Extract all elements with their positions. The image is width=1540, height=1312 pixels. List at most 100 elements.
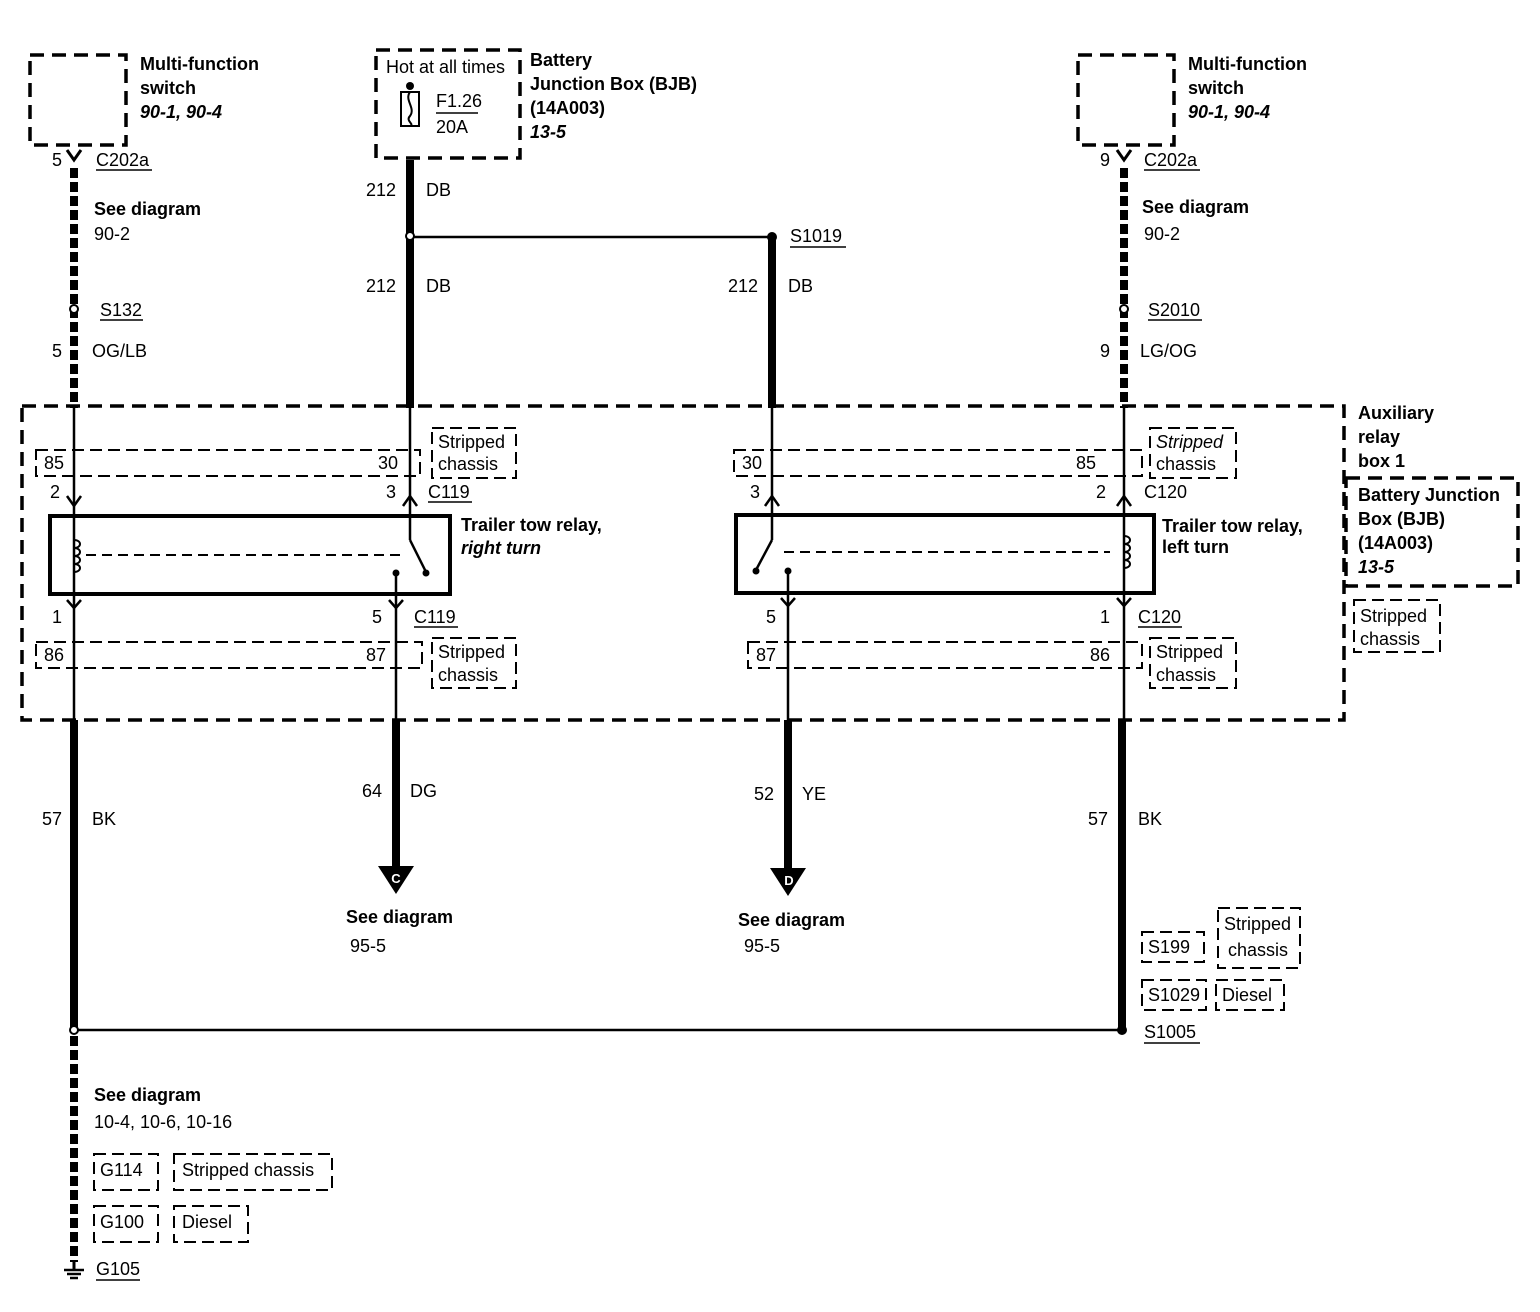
splice-s2010: S2010 xyxy=(1148,300,1200,320)
rr-strip-bot-box xyxy=(431,637,517,689)
bjb-box xyxy=(374,48,522,160)
relay-right-body xyxy=(48,514,452,596)
wire-212c-color: DB xyxy=(788,276,813,296)
s1029-note: Diesel xyxy=(1222,985,1272,1005)
wire-64-num: 64 xyxy=(362,781,382,801)
wire-212a-num: 212 xyxy=(366,180,396,200)
rl-title-2: left turn xyxy=(1162,537,1229,557)
rr-p1: 1 xyxy=(52,607,62,627)
bjb-header: Hot at all times xyxy=(386,57,505,77)
rl-conn-top: C120 xyxy=(1144,482,1187,502)
aux-bjb-box xyxy=(1344,476,1520,588)
wire-57a-color: BK xyxy=(92,809,116,829)
rr-t86: 86 xyxy=(44,645,64,665)
right-see-ref: 90-2 xyxy=(1144,224,1180,244)
connector-c-see: See diagram xyxy=(346,907,453,927)
aux-bjb-3: (14A003) xyxy=(1358,533,1433,553)
rl-p2: 2 xyxy=(1096,482,1106,502)
right-switch-box xyxy=(1076,53,1176,147)
relay-left-bot-row xyxy=(747,641,1143,669)
aux-bjb-2: Box (BJB) xyxy=(1358,509,1445,529)
aux-stripped-2: chassis xyxy=(1360,629,1420,649)
g114-box xyxy=(93,1153,159,1191)
wire-212b-color: DB xyxy=(426,276,451,296)
rr-t87: 87 xyxy=(366,645,386,665)
rl-t30: 30 xyxy=(742,453,762,473)
wire-5-num: 5 xyxy=(52,341,62,361)
aux-bjb-ref: 13-5 xyxy=(1358,557,1395,577)
relay-right-top-row xyxy=(35,449,421,477)
ground-g114: G114 xyxy=(100,1160,143,1180)
rl-coil-icon xyxy=(1123,535,1131,569)
s1029-box xyxy=(1141,979,1207,1011)
right-pin-9: 9 xyxy=(1100,150,1110,170)
rl-t85: 85 xyxy=(1076,453,1096,473)
ground-g100: G100 xyxy=(100,1212,144,1232)
left-conn-c202a: C202a xyxy=(96,150,150,170)
bjb-fuse: F1.26 xyxy=(436,91,482,111)
rr-title-1: Trailer tow relay, xyxy=(461,515,602,535)
wire-57a-num: 57 xyxy=(42,809,62,829)
bjb-title-2: Junction Box (BJB) xyxy=(530,74,697,94)
ground-see-ref: 10-4, 10-6, 10-16 xyxy=(94,1112,232,1132)
rr-strip-top-1: Stripped xyxy=(438,432,505,452)
rl-t87: 87 xyxy=(756,645,776,665)
aux-title-1: Auxiliary xyxy=(1358,403,1434,423)
ground-g105: G105 xyxy=(96,1259,140,1279)
rr-coil-icon xyxy=(73,539,81,573)
rl-switch-icon xyxy=(754,539,774,571)
wire-212a-color: DB xyxy=(426,180,451,200)
s199-note-2: chassis xyxy=(1228,940,1288,960)
rl-title-1: Trailer tow relay, xyxy=(1162,516,1303,536)
rr-p2: 2 xyxy=(50,482,60,502)
wire-9-num: 9 xyxy=(1100,341,1110,361)
rl-strip-bot-1: Stripped xyxy=(1156,642,1223,662)
bjb-title-1: Battery xyxy=(530,50,592,70)
right-see-diagram: See diagram xyxy=(1142,197,1249,217)
aux-title-2: relay xyxy=(1358,427,1400,447)
rl-p1: 1 xyxy=(1100,607,1110,627)
aux-stripped-box xyxy=(1353,599,1441,653)
wire-64-color: DG xyxy=(410,781,437,801)
rr-title-2: right turn xyxy=(461,538,541,558)
wire-212b-num: 212 xyxy=(366,276,396,296)
aux-stripped-1: Stripped xyxy=(1360,606,1427,626)
right-switch-ref: 90-1, 90-4 xyxy=(1188,102,1270,122)
rr-p3: 3 xyxy=(386,482,396,502)
aux-bjb-1: Battery Junction xyxy=(1358,485,1500,505)
g114-note-box xyxy=(173,1153,333,1191)
splice-s1029: S1029 xyxy=(1148,985,1200,1005)
rl-strip-bot-2: chassis xyxy=(1156,665,1216,685)
left-switch-title-2: switch xyxy=(140,78,196,98)
fuse-element-icon xyxy=(407,91,413,127)
wire-5-color: OG/LB xyxy=(92,341,147,361)
wire-57b-num: 57 xyxy=(1088,809,1108,829)
ground-g100-note: Diesel xyxy=(182,1212,232,1232)
s199-note-box xyxy=(1217,907,1301,969)
rr-t30: 30 xyxy=(378,453,398,473)
connector-d-icon xyxy=(770,868,806,896)
connector-c202a-right-icon xyxy=(1115,149,1133,163)
rr-strip-top-2: chassis xyxy=(438,454,498,474)
right-conn-c202a: C202a xyxy=(1144,150,1198,170)
rl-t86: 86 xyxy=(1090,645,1110,665)
splice-s1005: S1005 xyxy=(1144,1022,1196,1042)
relay-left-body xyxy=(734,513,1156,595)
wire-52-num: 52 xyxy=(754,784,774,804)
relay-right-bot-row xyxy=(35,641,423,669)
wire-52-color: YE xyxy=(802,784,826,804)
relay-left-top-row xyxy=(733,449,1143,477)
rr-conn-top: C119 xyxy=(428,482,470,502)
right-switch-title-2: switch xyxy=(1188,78,1244,98)
bjb-title-3: (14A003) xyxy=(530,98,605,118)
rl-p3: 3 xyxy=(750,482,760,502)
ground-see: See diagram xyxy=(94,1085,201,1105)
left-see-diagram: See diagram xyxy=(94,199,201,219)
connector-c-ref: 95-5 xyxy=(350,936,386,956)
rl-strip-top-2: chassis xyxy=(1156,454,1216,474)
rr-conn-bot: C119 xyxy=(414,607,456,627)
wire-9-color: LG/OG xyxy=(1140,341,1197,361)
connector-c-label: C xyxy=(391,871,401,886)
rr-strip-bot-1: Stripped xyxy=(438,642,505,662)
